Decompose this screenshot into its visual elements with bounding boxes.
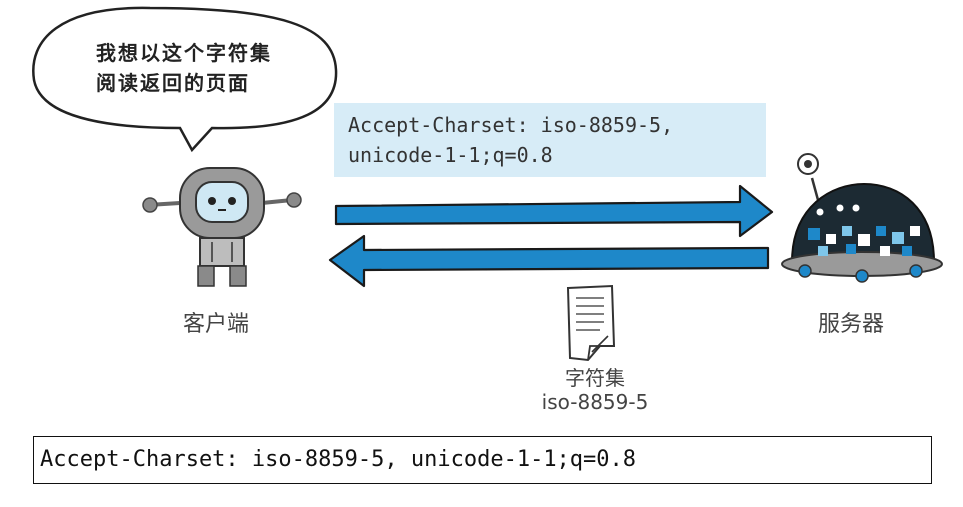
request-header-line-1: Accept-Charset: iso-8859-5, [348,113,674,137]
client-robot-icon [142,167,302,287]
caption-text: Accept-Charset: iso-8859-5, unicode-1-1;… [40,447,637,472]
server-robot-icon [781,153,943,283]
response-charset: iso-8859-5 [541,390,649,414]
document-icon [566,284,616,362]
request-header-box: Accept-Charset: iso-8859-5, unicode-1-1;… [334,103,766,177]
bubble-line-2: 阅读返回的页面 [96,71,250,95]
bubble-line-1: 我想以这个字符集 [96,41,272,65]
request-arrow [334,184,774,238]
server-label: 服务器 [818,312,885,337]
caption-box: Accept-Charset: iso-8859-5, unicode-1-1;… [33,436,932,484]
response-arrow [328,234,770,288]
speech-bubble [32,6,338,153]
response-label: 字符集 [565,366,625,390]
request-header-line-2: unicode-1-1;q=0.8 [348,143,553,167]
speech-bubble-text: 我想以这个字符集 阅读返回的页面 [96,38,272,98]
client-label: 客户端 [183,312,250,337]
